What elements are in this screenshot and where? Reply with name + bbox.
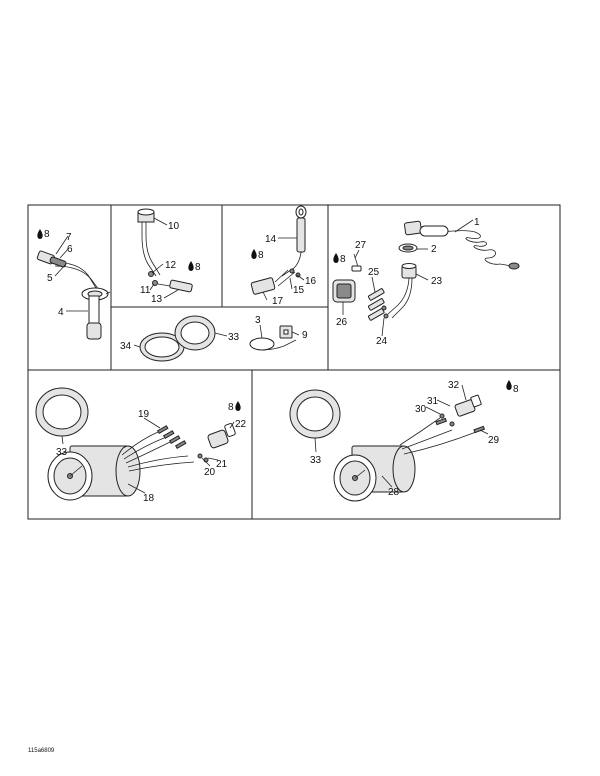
lanyard-switch-assembly [332, 220, 520, 321]
fuel-sender-assembly [36, 250, 111, 340]
callout-8: 8 [340, 254, 346, 265]
callout-11: 11 [140, 285, 151, 296]
lubricant-drop-icon [333, 253, 339, 263]
lubricant-drop-icon [37, 229, 43, 239]
callout-10: 10 [168, 221, 180, 232]
gauge-18-assembly [35, 387, 236, 501]
lubricant-drop-icon [235, 401, 241, 411]
callout-17: 17 [272, 296, 284, 307]
callout-33: 33 [56, 447, 68, 458]
callout-21: 21 [216, 459, 228, 470]
callout-15: 15 [293, 285, 305, 296]
lubricant-drop-icons [37, 229, 512, 411]
callout-24: 24 [376, 336, 388, 347]
callout-5: 5 [47, 273, 53, 284]
panel-sensor-14 [221, 204, 329, 308]
panel-gauge-28 [251, 369, 561, 520]
callout-32: 32 [448, 380, 460, 391]
callout-34: 34 [120, 341, 132, 352]
callout-7: 7 [66, 232, 72, 243]
callout-28: 28 [388, 487, 400, 498]
leader-lines [54, 217, 489, 494]
callout-30: 30 [415, 404, 427, 415]
panel-bezels [110, 306, 329, 371]
callout-18: 18 [143, 493, 155, 504]
bezel-clamp-assembly [139, 315, 297, 362]
lubricant-drop-icon [188, 261, 194, 272]
callout-2: 2 [431, 244, 437, 255]
callout-13: 13 [151, 294, 163, 305]
callout-1: 1 [474, 217, 480, 228]
callout-33: 33 [310, 455, 322, 466]
callout-12: 12 [165, 260, 177, 271]
callout-8: 8 [513, 384, 519, 395]
callout-8: 8 [44, 229, 50, 240]
sensor-10-assembly [137, 208, 193, 293]
panel-sensor-10 [110, 204, 223, 308]
callout-29: 29 [488, 435, 500, 446]
callout-19: 19 [138, 409, 150, 420]
panel-frames [27, 204, 561, 520]
lubricant-drop-icon [251, 249, 257, 259]
callout-31: 31 [427, 396, 439, 407]
callout-9: 9 [302, 330, 308, 341]
callout-3: 3 [255, 315, 261, 326]
lubricant-drop-icon [506, 380, 512, 391]
sensor-14-assembly [250, 205, 307, 295]
callout-14: 14 [265, 234, 277, 245]
callout-16: 16 [305, 276, 317, 287]
callout-25: 25 [368, 267, 380, 278]
callout-labels: 8 7 6 5 4 10 12 8 11 13 14 8 16 15 17 1 … [44, 217, 519, 504]
callout-8: 8 [195, 262, 201, 273]
callout-26: 26 [336, 317, 348, 328]
callout-27: 27 [355, 240, 367, 251]
callout-20: 20 [204, 467, 216, 478]
gauge-28-assembly [289, 389, 486, 502]
callout-22: 22 [235, 419, 247, 430]
callout-4: 4 [58, 307, 64, 318]
callout-33: 33 [228, 332, 240, 343]
callout-8: 8 [258, 250, 264, 261]
callout-8: 8 [228, 402, 234, 413]
callout-23: 23 [431, 276, 443, 287]
reference-code: 115a6809 [28, 748, 55, 754]
callout-6: 6 [67, 244, 73, 255]
